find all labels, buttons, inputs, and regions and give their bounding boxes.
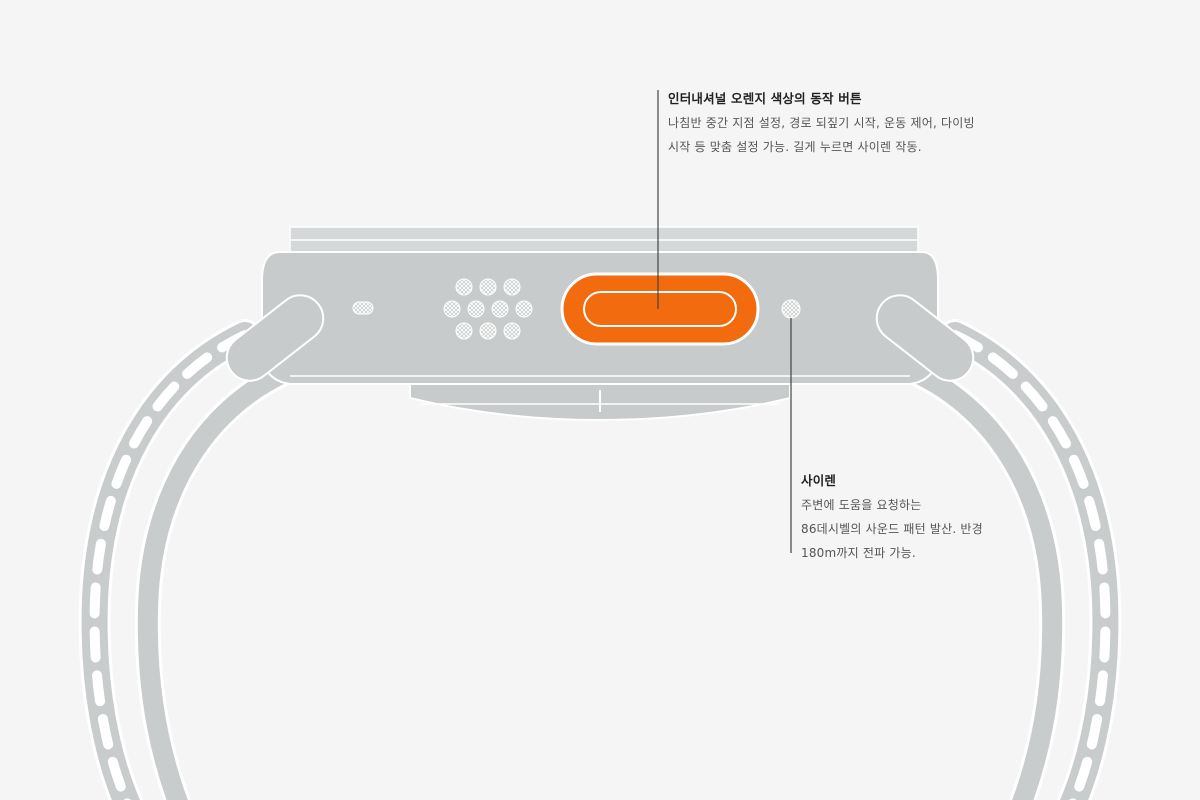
siren-callout: 사이렌 주변에 도움을 요청하는 86데시벨의 사운드 패턴 발산. 반경 18… — [801, 469, 983, 565]
action-button-callout-line: 나침반 중간 지점 설정, 경로 되짚기 시작, 운동 제어, 다이빙 — [668, 116, 975, 130]
action-button-callout-line: 시작 등 맞춤 설정 가능. 길게 누르면 사이렌 작동. — [668, 140, 922, 154]
speaker-grille — [443, 278, 533, 340]
siren-callout-line: 주변에 도움을 요청하는 — [801, 498, 922, 512]
right-lug — [875, 294, 975, 382]
action-button-callout-title: 인터내셔널 오렌지 색상의 동작 버튼 — [668, 91, 862, 106]
action-button — [560, 272, 760, 346]
siren-callout-line: 180m까지 전파 가능. — [801, 546, 916, 560]
siren-callout-title: 사이렌 — [801, 473, 837, 488]
siren-callout-line: 86데시벨의 사운드 패턴 발산. 반경 — [801, 522, 983, 536]
left-band — [78, 319, 303, 800]
action-button-callout: 인터내셔널 오렌지 색상의 동작 버튼 나침반 중간 지점 설정, 경로 되짚기… — [668, 87, 975, 159]
microphone-port — [352, 301, 374, 315]
left-lug — [225, 294, 325, 382]
siren-speaker — [781, 299, 801, 319]
right-band — [897, 319, 1122, 800]
